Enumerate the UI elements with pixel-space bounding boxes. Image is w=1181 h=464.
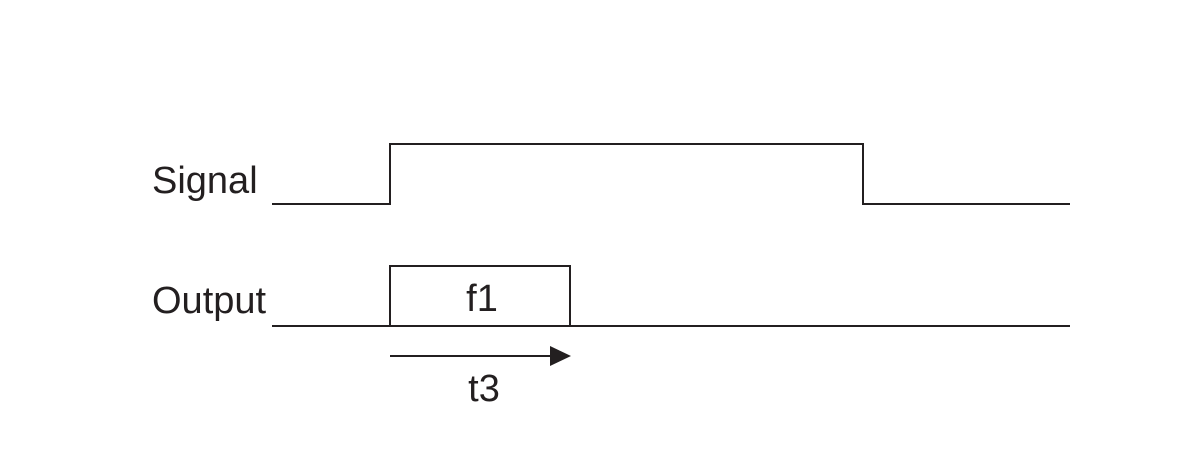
duration-arrow-head bbox=[550, 346, 571, 366]
signal-row-label: Signal bbox=[152, 160, 258, 202]
output-pulse-label: f1 bbox=[466, 278, 498, 320]
duration-label: t3 bbox=[468, 368, 500, 410]
output-pulse bbox=[389, 265, 571, 326]
output-row-label: Output bbox=[152, 280, 267, 322]
signal-waveform bbox=[272, 143, 1070, 205]
duration-arrow bbox=[390, 346, 571, 366]
